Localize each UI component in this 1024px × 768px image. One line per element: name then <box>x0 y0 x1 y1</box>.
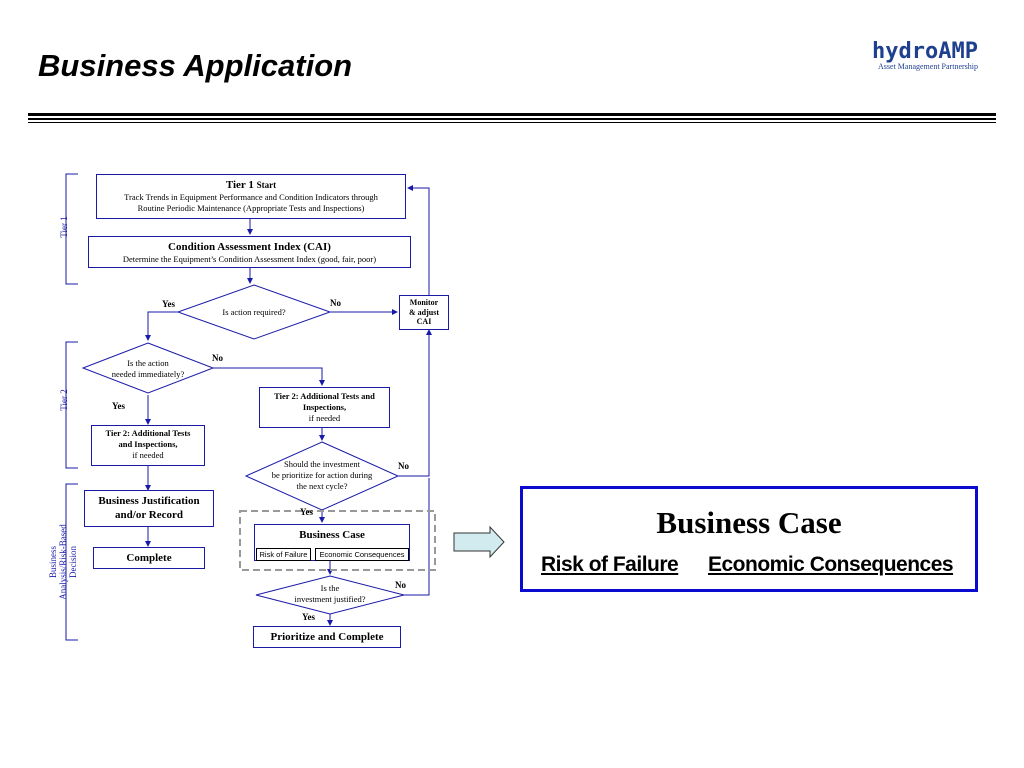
business-case-panel-risk: Risk of Failure <box>541 553 679 576</box>
business-justification-box: Business Justification and/or Record <box>84 490 214 527</box>
prioritize-complete-box: Prioritize and Complete <box>253 626 401 648</box>
tier2-bracket <box>65 341 78 469</box>
prioritize-q-line3: the next cycle? <box>296 481 348 491</box>
business-bracket <box>65 483 78 641</box>
investment-q-yes: Yes <box>302 612 315 622</box>
business-justification-line1: Business Justification <box>98 495 200 507</box>
monitor-line1: Monitor <box>409 298 439 307</box>
tier2-left-line2: and Inspections, <box>118 439 178 449</box>
investment-q-no: No <box>395 580 406 590</box>
business-case-dashed-frame <box>239 510 436 571</box>
business-side-label: Business Analysis/Risk-Based Decision <box>48 512 80 612</box>
monitor-line3: CAI <box>416 317 432 326</box>
action-immediate-line2: needed immediately? <box>111 369 185 379</box>
tier2-left-line1: Tier 2: Additional Tests <box>105 428 191 438</box>
tier1-start-suffix: Start <box>256 180 277 190</box>
business-side-label-line2: Analysis/Risk-Based <box>58 524 68 600</box>
header-rule-mid <box>28 118 996 120</box>
prioritize-complete-label: Prioritize and Complete <box>270 631 384 643</box>
cai-desc: Determine the Equipment’s Condition Asse… <box>122 254 377 264</box>
investment-q-line1: Is the <box>320 583 340 593</box>
monitor-cai-box: Monitor & adjust CAI <box>399 295 449 330</box>
action-required-question: Is action required? <box>222 307 286 317</box>
tier2-left-line3: if needed <box>132 450 164 460</box>
business-case-title: Business Case <box>299 529 365 541</box>
tier2-left-box: Tier 2: Additional Tests and Inspections… <box>91 425 205 466</box>
prioritize-investment-question: Should the investment be prioritize for … <box>256 459 388 492</box>
action-immediate-no: No <box>212 353 223 363</box>
action-immediate-line1: Is the action <box>127 358 169 368</box>
risk-of-failure-tag: Risk of Failure <box>255 548 312 561</box>
complete-box: Complete <box>93 547 205 569</box>
tier2-right-box: Tier 2: Additional Tests and Inspections… <box>259 387 390 428</box>
logo-wordmark: hydroAMP <box>872 39 978 64</box>
business-case-panel-econ: Economic Consequences <box>708 553 954 576</box>
cai-box: Condition Assessment Index (CAI) Determi… <box>88 236 411 268</box>
complete-label: Complete <box>126 552 172 564</box>
tier2-right-line2: Inspections, <box>302 402 347 412</box>
prioritize-q-yes: Yes <box>300 507 313 517</box>
monitor-line2: & adjust <box>408 307 439 317</box>
action-required-no: No <box>330 298 341 308</box>
tier2-right-line3: if needed <box>308 413 341 423</box>
economic-consequences-tag: Economic Consequences <box>315 548 409 561</box>
tier1-bracket <box>65 173 78 285</box>
business-case-box: Business Case Risk of Failure Economic C… <box>254 524 410 561</box>
business-case-panel-title: Business Case <box>656 505 842 540</box>
tier1-start-box: Tier 1 Start Track Trends in Equipment P… <box>96 174 406 219</box>
business-side-label-line1: Business <box>48 546 58 579</box>
business-case-panel: Business Case Risk of Failure Economic C… <box>520 486 978 592</box>
prioritize-q-line2: be prioritize for action during <box>271 470 373 480</box>
tier1-title: Tier 1 <box>225 179 254 191</box>
header-rule-thin <box>28 122 996 123</box>
action-immediate-diamond <box>81 342 215 394</box>
investment-justified-question: Is the investment justified? <box>270 583 390 605</box>
block-arrow-icon <box>453 525 505 559</box>
action-required-yes: Yes <box>162 299 175 309</box>
investment-justified-diamond <box>255 575 405 615</box>
action-immediate-question: Is the action needed immediately? <box>98 358 198 380</box>
prioritize-q-line1: Should the investment <box>283 459 361 469</box>
tier1-desc-line1: Track Trends in Equipment Performance an… <box>124 192 378 202</box>
prioritize-q-no: No <box>398 461 409 471</box>
header-rule-thick <box>28 113 996 116</box>
tier1-desc-line2: Routine Periodic Maintenance (Appropriat… <box>137 203 365 213</box>
business-justification-line2: and/or Record <box>115 509 183 521</box>
business-side-label-line3: Decision <box>68 546 78 578</box>
page-title: Business Application <box>38 48 353 83</box>
hydroamp-logo: hydroAMP Asset Management Partnership <box>872 39 978 72</box>
investment-q-line2: investment justified? <box>294 594 366 604</box>
action-immediate-yes: Yes <box>112 401 125 411</box>
logo-tagline: Asset Management Partnership <box>878 62 978 71</box>
tier1-side-label: Tier 1 <box>59 216 69 238</box>
tier2-side-label: Tier 2 <box>59 389 69 411</box>
tier2-right-line1: Tier 2: Additional Tests and <box>274 391 375 401</box>
cai-title: Condition Assessment Index (CAI) <box>168 241 331 253</box>
action-required-diamond <box>176 284 332 340</box>
